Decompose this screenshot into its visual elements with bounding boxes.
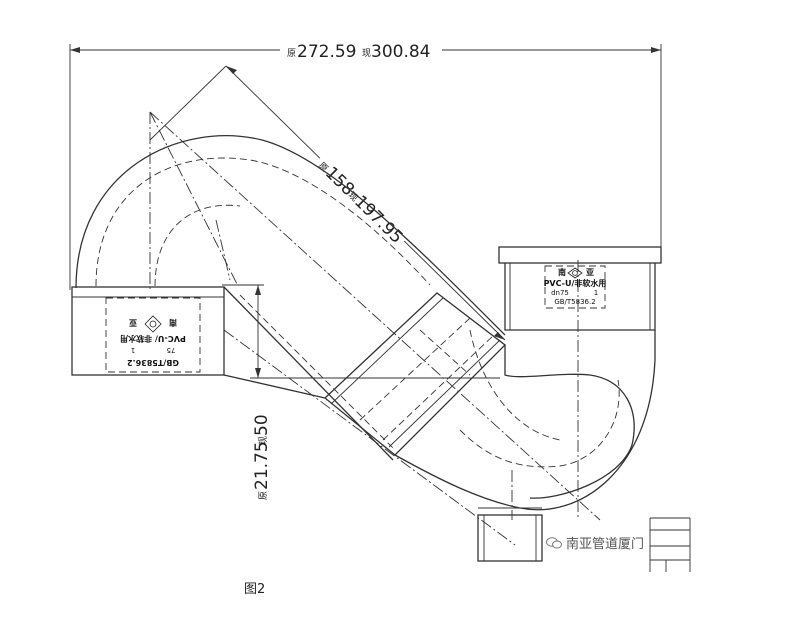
right-label-line1-b: 亚: [586, 268, 594, 277]
watermark-text: 南亚管道厦门: [566, 537, 645, 552]
left-label-line4-a: 南: [169, 318, 177, 328]
left-label-line2-b: 1: [131, 346, 135, 354]
socket-depth-value2: 50: [252, 414, 272, 436]
right-logo-icon: [567, 267, 583, 279]
left-logo-icon: [144, 315, 162, 333]
socket-depth-value1: 21.75: [252, 441, 272, 490]
left-bend: [75, 111, 601, 521]
overall-width-dimension: 原 272.59 现 300.84: [69, 40, 662, 290]
left-label-line1: GB/T5836.2: [127, 358, 179, 367]
left-label-line3: PVC-U/ 非软水用: [120, 334, 186, 344]
socket-depth-prefix: 原: [258, 491, 269, 500]
title-block-fragment: [649, 517, 691, 572]
right-label-line3-b: 1: [594, 289, 598, 297]
overall-width-value1: 272.59: [297, 42, 356, 62]
left-label-line2-a: 75: [167, 346, 176, 354]
bottom-outlet: [477, 507, 543, 562]
watermark: 南亚管道厦门: [544, 533, 647, 552]
right-label-line1-a: 南: [558, 267, 566, 277]
socket-depth-dimension: 原 21.75 现 50: [222, 284, 500, 502]
diagonal-length-value2: 197.95: [350, 192, 406, 248]
diagonal-length-dimension: 原 158 现 197.95: [149, 65, 506, 341]
trap-body: [394, 260, 656, 520]
overall-width-value2: 300.84: [371, 42, 430, 62]
left-label-line4-b: 亚: [129, 318, 137, 327]
overall-width-prefix: 原: [287, 48, 296, 59]
wechat-icon: [546, 536, 562, 548]
left-socket-box: GB/T5836.2 75 1 PVC-U/ 非软水用 南 亚: [71, 286, 225, 376]
right-label-line3-a: dn75: [551, 289, 569, 297]
figure-caption: 图2: [244, 582, 266, 597]
right-label-line4: GB/T5836.2: [554, 298, 595, 306]
socket-depth-mid: 现: [258, 436, 269, 445]
right-socket: 南 亚 PVC-U/非软水用 dn75 1 GB/T5836.2: [498, 246, 662, 331]
overall-width-mid: 现: [362, 48, 371, 59]
right-label-line2: PVC-U/非软水用: [544, 278, 607, 288]
